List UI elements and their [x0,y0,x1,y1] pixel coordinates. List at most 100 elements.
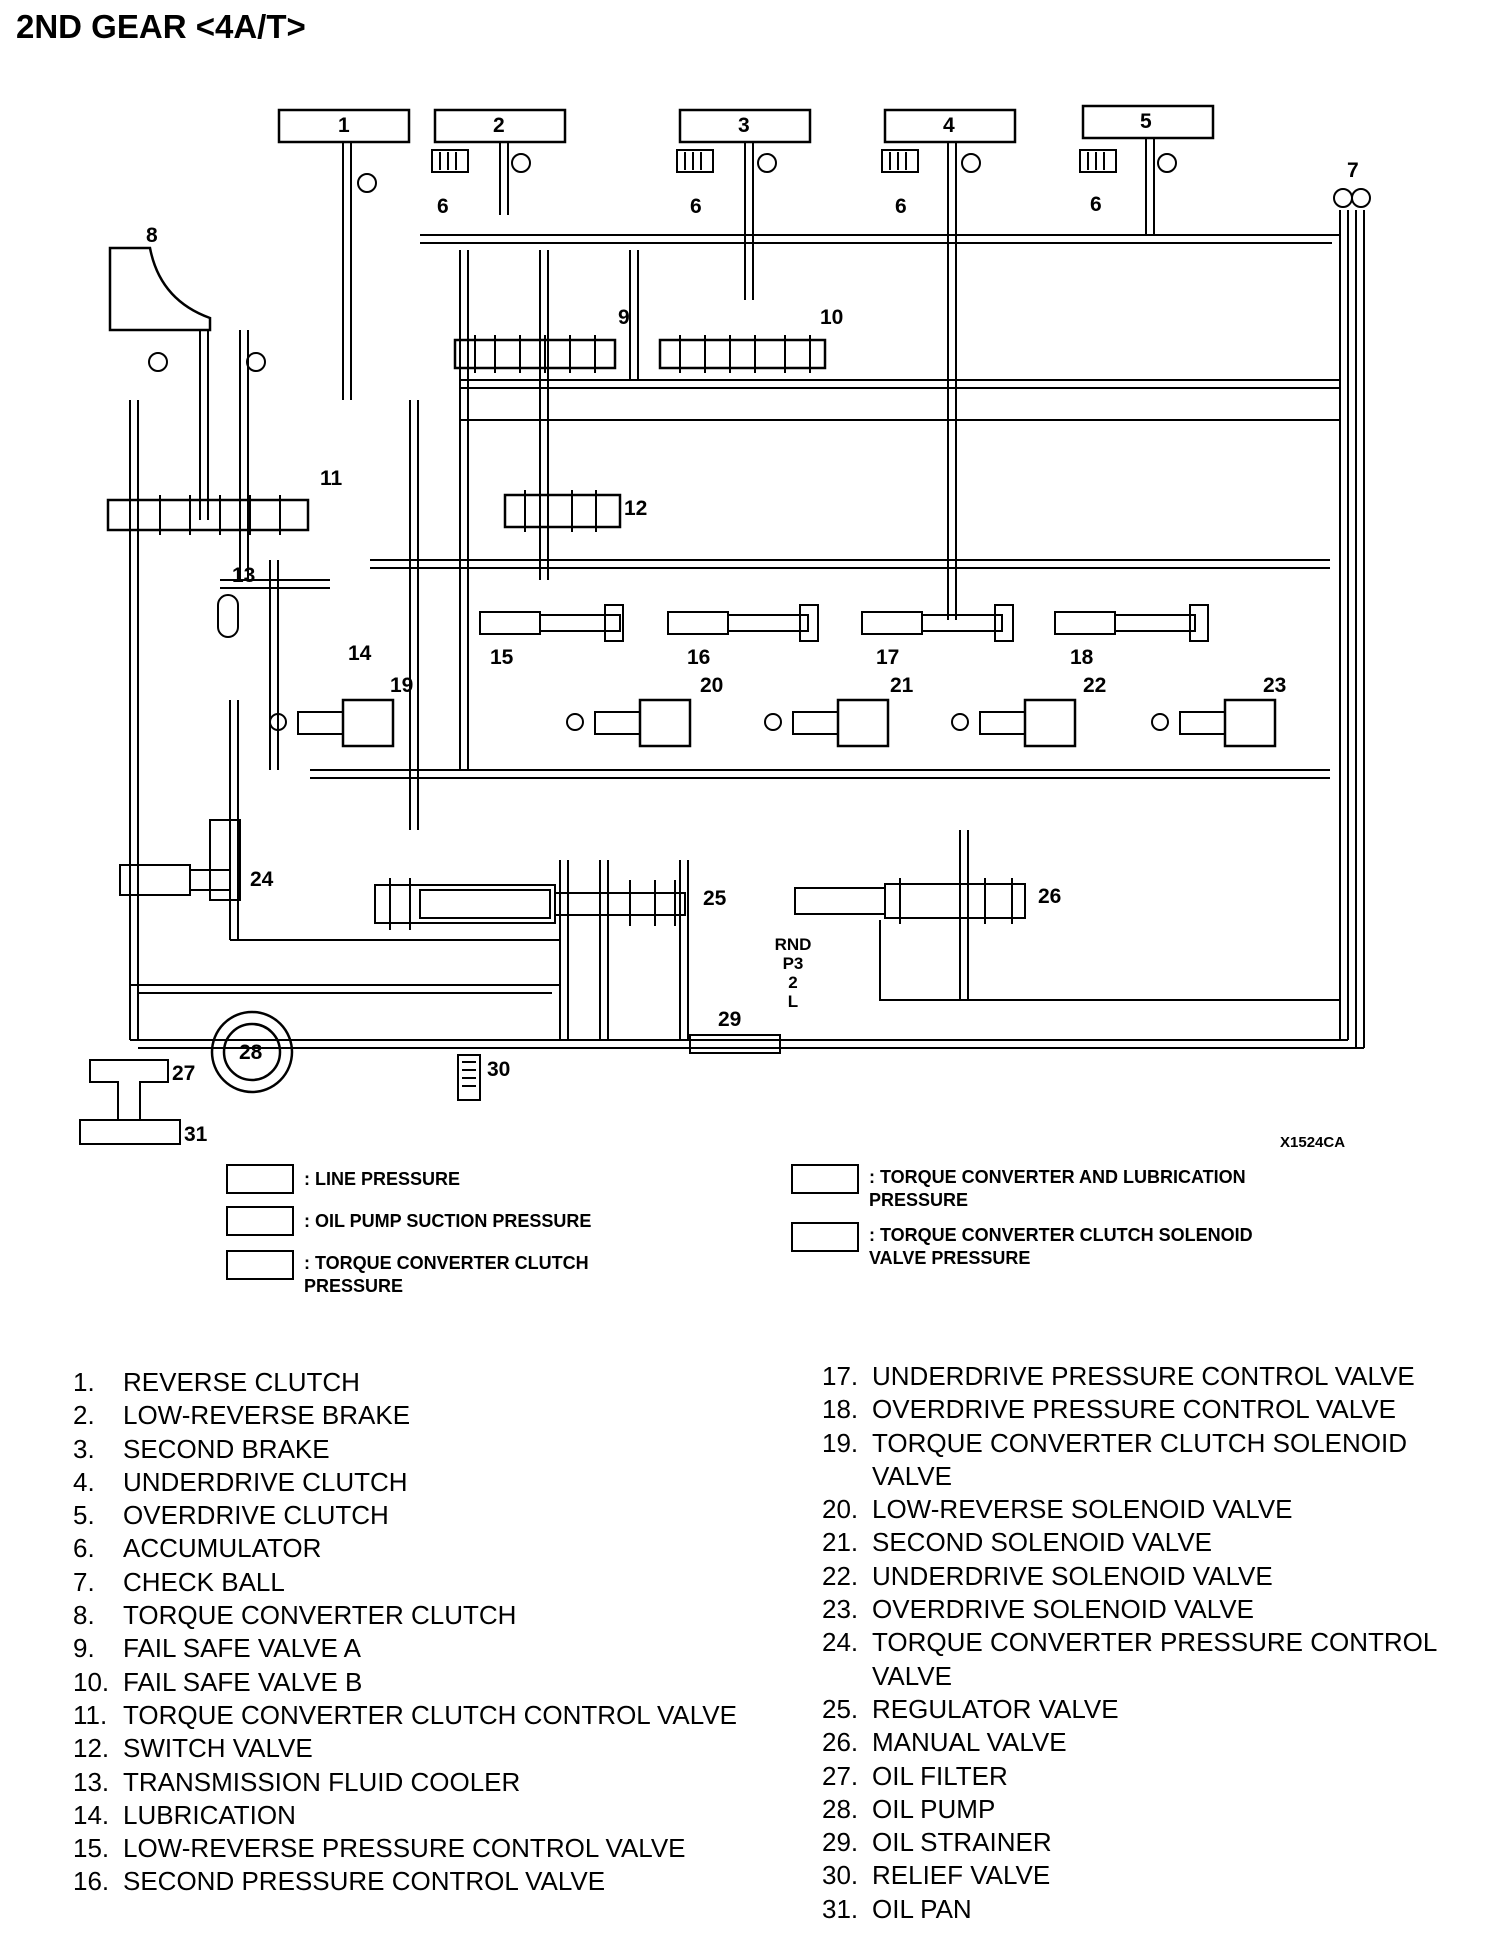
legend-swatch-suction [226,1206,294,1236]
overdrive-solenoid-valve [1151,698,1277,748]
list-item: 3.SECOND BRAKE [73,1433,330,1464]
legend-swatch-tcc [226,1250,294,1280]
tcc-control-valve [106,495,310,535]
parts-list-right: 17.UNDERDRIVE PRESSURE CONTROL VALVE 18.… [822,1360,1472,1926]
list-item: 19.TORQUE CONVERTER CLUTCH SOLENOID VALV… [822,1427,1408,1491]
selector-p3: P3 [782,954,804,973]
label-27: 27 [172,1062,195,1085]
list-item: 24.TORQUE CONVERTER PRESSURE CONTROL VAL… [822,1627,1437,1691]
legend-swatch-tcc-solenoid [791,1222,859,1252]
overdrive-clutch-box [1081,104,1215,140]
legend-swatch-tc-lube [791,1164,859,1194]
list-item: 21.SECOND SOLENOID VALVE [822,1527,1213,1558]
label-6d: 6 [1090,193,1102,216]
list-item: 22.UNDERDRIVE SOLENOID VALVE [822,1560,1273,1591]
label-21: 21 [890,674,914,697]
list-item: 2.LOW-REVERSE BRAKE [73,1400,411,1431]
accumulator-5 [1079,149,1117,173]
accumulator-4 [881,149,919,173]
torque-converter-clutch [108,246,212,332]
label-26: 26 [1038,885,1061,908]
label-6b: 6 [690,195,702,218]
label-28: 28 [239,1041,263,1064]
page-title: 2ND GEAR <4A/T> [16,8,306,45]
list-item: 30.RELIEF VALVE [822,1860,1051,1891]
list-item: 6.ACCUMULATOR [73,1533,322,1564]
list-item: 16.SECOND PRESSURE CONTROL VALVE [73,1866,606,1897]
oil-pan [79,1119,181,1145]
label-17: 17 [876,646,899,669]
label-12: 12 [624,497,647,520]
list-item: 15.LOW-REVERSE PRESSURE CONTROL VALVE [73,1833,686,1864]
label-11: 11 [320,467,343,490]
accumulator-2 [431,149,469,173]
label-15: 15 [490,646,514,669]
manual-valve [794,878,1026,924]
label-14: 14 [348,642,372,665]
label-7: 7 [1347,159,1359,182]
label-18: 18 [1070,646,1094,669]
legend-tcc-solenoid-pressure: : TORQUE CONVERTER CLUTCH SOLENOID VALVE… [869,1225,1253,1268]
second-solenoid-valve [764,698,890,748]
selector-2: 2 [788,973,798,992]
label-23: 23 [1263,674,1286,697]
selector-rnd: RND [774,935,812,954]
list-item: 17.UNDERDRIVE PRESSURE CONTROL VALVE [822,1361,1415,1391]
oil-strainer [689,1034,781,1054]
legend-swatch-line-pressure [226,1164,294,1194]
diagram-code: X1524CA [1280,1134,1346,1151]
list-item: 27.OIL FILTER [822,1760,1008,1791]
label-20: 20 [700,674,723,697]
oil-pump [210,1010,294,1094]
overdrive-pressure-control-valve [1054,604,1209,642]
label-31: 31 [184,1123,208,1146]
underdrive-solenoid-valve [951,698,1077,748]
oil-filter [89,1059,169,1121]
second-pressure-control-valve [667,604,819,642]
label-30: 30 [487,1058,510,1081]
list-item: 8.TORQUE CONVERTER CLUTCH [73,1600,517,1631]
label-4: 4 [943,114,955,137]
list-item: 5.OVERDRIVE CLUTCH [73,1500,389,1531]
label-9: 9 [618,306,630,329]
tcc-solenoid-valve [269,698,395,748]
list-item: 11.TORQUE CONVERTER CLUTCH CONTROL VALVE [73,1699,737,1730]
list-item: 1.REVERSE CLUTCH [73,1367,360,1397]
list-item: 14.LUBRICATION [73,1799,296,1830]
fail-safe-valve-a [453,335,617,373]
label-8: 8 [146,224,158,247]
label-2: 2 [493,114,505,137]
check-ball [1333,188,1353,208]
underdrive-pressure-control-valve [861,604,1014,642]
relief-valve [457,1054,481,1101]
transmission-fluid-cooler [217,594,239,638]
legend-tc-lube-pressure: : TORQUE CONVERTER AND LUBRICATION PRESS… [869,1167,1246,1210]
list-item: 23.OVERDRIVE SOLENOID VALVE [822,1594,1254,1625]
label-25: 25 [703,887,727,910]
legend-line-pressure: : LINE PRESSURE [304,1169,461,1189]
list-item: 20.LOW-REVERSE SOLENOID VALVE [822,1494,1293,1525]
parts-list-left: 1.REVERSE CLUTCH 2.LOW-REVERSE BRAKE 3.S… [73,1366,743,1899]
label-22: 22 [1083,674,1106,697]
low-reverse-pressure-control-valve [479,604,624,642]
switch-valve [503,490,622,532]
list-item: 18.OVERDRIVE PRESSURE CONTROL VALVE [822,1394,1396,1425]
list-item: 29.OIL STRAINER [822,1827,1052,1858]
list-item: 28.OIL PUMP [822,1793,996,1824]
list-item: 13.TRANSMISSION FLUID COOLER [73,1766,521,1797]
label-1: 1 [338,114,350,137]
label-24: 24 [250,868,274,891]
list-item: 12.SWITCH VALVE [73,1733,313,1764]
legend-tcc-pressure: : TORQUE CONVERTER CLUTCH PRESSURE [304,1253,589,1296]
list-item: 25.REGULATOR VALVE [822,1693,1119,1724]
low-reverse-solenoid-valve [566,698,692,748]
legend-suction-pressure: : OIL PUMP SUCTION PRESSURE [304,1211,592,1231]
label-3: 3 [738,114,750,137]
list-item: 4.UNDERDRIVE CLUTCH [73,1466,408,1497]
hydraulic-circuit-diagram: 1 2 3 4 5 6 6 6 6 7 8 9 10 11 12 13 14 1… [79,104,1371,1146]
list-item: 31.OIL PAN [822,1893,972,1924]
label-6a: 6 [437,195,449,218]
tc-pressure-control-valve [119,819,241,901]
label-13: 13 [232,564,255,587]
label-16: 16 [687,646,710,669]
